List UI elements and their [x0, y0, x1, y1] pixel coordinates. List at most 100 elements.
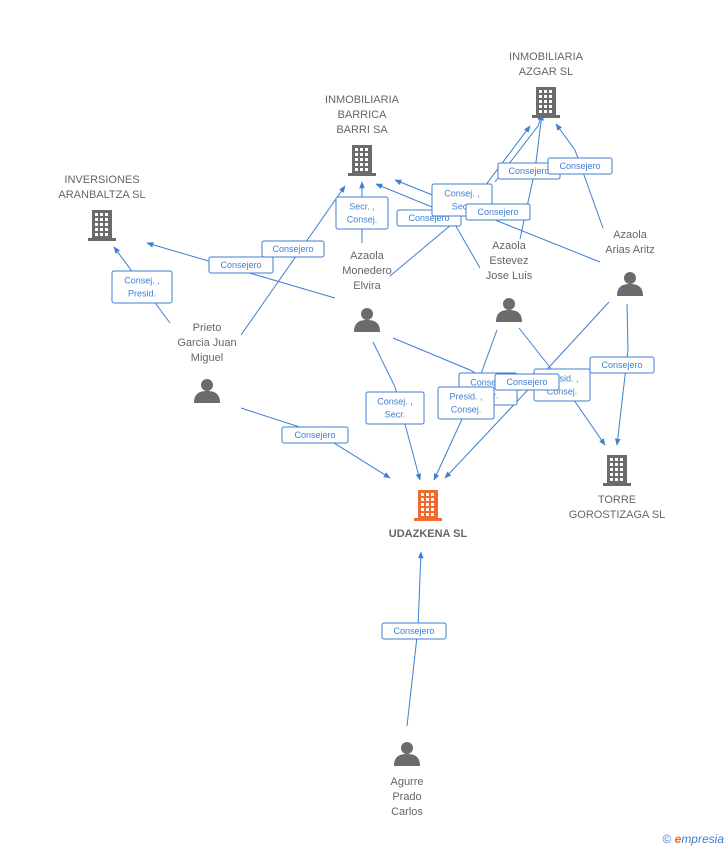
edge-label-text: Consejero	[294, 430, 335, 440]
edge-label-e14[interactable]: Presid. , Consej.	[437, 386, 495, 420]
node-label: Monedero	[342, 265, 392, 277]
node-torre[interactable]: TORRE GOROSTIZAGA SL	[569, 455, 666, 521]
person-icon	[194, 379, 220, 403]
edge-label-e2[interactable]: Consejero	[261, 240, 325, 258]
person-icon	[394, 742, 420, 766]
edge-label-text: Consejero	[408, 213, 449, 223]
node-label: UDAZKENA SL	[389, 528, 468, 540]
node-label: ARANBALTZA SL	[58, 189, 145, 201]
edge-label-text: Consej.	[451, 405, 482, 415]
edge-label-text: Consejero	[272, 244, 313, 254]
node-label: Estevez	[489, 255, 528, 267]
edge-label-text: Consej. ,	[444, 189, 480, 199]
person-icon	[496, 298, 522, 322]
edge-label-e5[interactable]: Secr. , Consej.	[335, 196, 389, 230]
edge-line-e17	[614, 303, 629, 446]
brand-e: e	[674, 832, 682, 846]
edge-label-box	[281, 426, 349, 444]
edge-label-text: Consejero	[220, 260, 261, 270]
node-label: Prado	[392, 791, 421, 803]
edge-label-box	[494, 373, 560, 391]
edge-label-text: Consejero	[508, 166, 549, 176]
building-icon	[348, 145, 376, 176]
building-icon	[532, 87, 560, 118]
node-label: Prieto	[193, 322, 222, 334]
copyright-symbol: ©	[662, 832, 672, 846]
edge-line-e4	[394, 179, 601, 263]
edge-label-box	[381, 622, 447, 640]
person-icon	[354, 308, 380, 332]
edge-label-box	[465, 203, 531, 221]
edge-label-e9[interactable]: Consejero	[547, 157, 613, 175]
node-label: Azaola	[492, 240, 527, 252]
node-label: Jose Luis	[486, 270, 533, 282]
building-icon	[603, 455, 631, 486]
node-label: Miguel	[191, 352, 223, 364]
edge-label-box	[547, 157, 613, 175]
edge-label-box	[261, 240, 325, 258]
edge-label-text: Presid.	[128, 289, 156, 299]
edge-label-text: Consej.	[547, 387, 578, 397]
node-label: BARRICA	[338, 109, 388, 121]
edge-label-box	[589, 356, 655, 374]
edge-labels-layer: Consej. ,Presid.ConsejeroConsejeroConsej…	[111, 157, 655, 640]
edge-label-e10[interactable]: Consejero	[465, 203, 531, 221]
edge-label-text: Presid. ,	[449, 392, 482, 402]
edge-label-text: Consejero	[393, 626, 434, 636]
building-icon	[414, 490, 442, 521]
edge-label-e18[interactable]: Consejero	[381, 622, 447, 640]
node-label: Elvira	[353, 280, 381, 292]
node-label: Carlos	[391, 806, 423, 818]
edge-label-text: Consej. ,	[124, 276, 160, 286]
edge-label-e16[interactable]: Consejero	[494, 373, 560, 391]
edge-label-text: Consej. ,	[470, 378, 506, 388]
edge-label-text: Presid. ,	[545, 374, 578, 384]
node-udazkena[interactable]: UDAZKENA SL	[389, 490, 468, 540]
node-label: GOROSTIZAGA SL	[569, 509, 666, 521]
edge-label-e3[interactable]: Consejero	[208, 256, 274, 274]
brand-name: mpresia	[681, 832, 724, 846]
edge-label-text: Secr.	[452, 202, 473, 212]
node-label: INMOBILIARIA	[509, 51, 584, 63]
edge-label-text: Consej. ,	[377, 397, 413, 407]
edge-label-text: Consejero	[477, 207, 518, 217]
node-label: Azaola	[613, 229, 648, 241]
edge-label-box	[437, 386, 495, 420]
node-label: Azaola	[350, 250, 385, 262]
node-label: INMOBILIARIA	[325, 94, 400, 106]
edge-label-box	[208, 256, 274, 274]
node-label: AZGAR SL	[519, 66, 573, 78]
edge-label-box	[365, 391, 425, 425]
edge-label-text: Consejero	[601, 360, 642, 370]
edge-label-text: Consej.	[347, 215, 378, 225]
node-label: TORRE	[598, 494, 636, 506]
edge-label-text: Secr.	[385, 410, 406, 420]
edge-label-e11[interactable]: Consej. , Secr.	[365, 391, 425, 425]
edge-label-e1[interactable]: Consej. , Presid.	[111, 270, 173, 304]
node-inmob_azgar[interactable]: INMOBILIARIA AZGAR SL	[509, 51, 584, 118]
edge-line-e9	[555, 123, 604, 229]
edge-label-text: Secr. ,	[349, 202, 375, 212]
edge-line-e11	[372, 341, 422, 481]
edge-label-box	[335, 196, 389, 230]
edge-label-box	[111, 270, 173, 304]
edge-label-e12[interactable]: Consejero	[281, 426, 349, 444]
edge-label-e17[interactable]: Consejero	[589, 356, 655, 374]
node-label: Agurre	[390, 776, 423, 788]
person-icon	[617, 272, 643, 296]
footer-brand: © empresia	[662, 832, 724, 846]
building-icon	[88, 210, 116, 241]
node-label: Garcia Juan	[177, 337, 236, 349]
node-label: Arias Aritz	[605, 244, 655, 256]
edge-line-e2	[240, 185, 346, 336]
edge-label-text: Consejero	[506, 377, 547, 387]
